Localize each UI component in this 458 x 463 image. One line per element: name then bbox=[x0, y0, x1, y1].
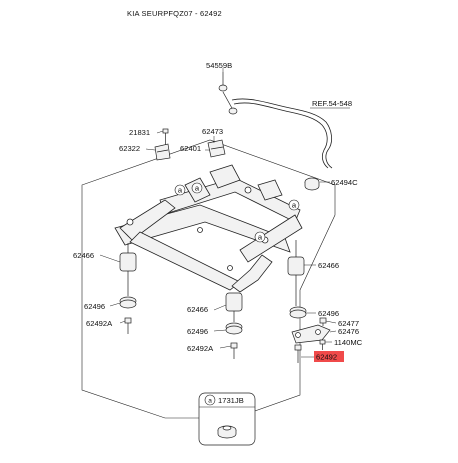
label-62494c: 62494C bbox=[331, 178, 358, 187]
label-62496-right: 62496 bbox=[318, 309, 339, 318]
label-62476: 62476 bbox=[338, 327, 359, 336]
ref-circle-a-icon bbox=[174, 182, 300, 243]
legend-box: a 1731JB bbox=[198, 392, 256, 446]
washer-right bbox=[289, 306, 307, 319]
ref-a-2: a bbox=[195, 184, 200, 193]
bracket-62322 bbox=[154, 143, 171, 161]
bracket-62476 bbox=[291, 324, 331, 344]
bushing-right bbox=[287, 240, 305, 306]
bracket-62473 bbox=[207, 139, 226, 158]
part-labels: 54559B REF.54-548 21831 62473 62322 6240… bbox=[73, 61, 363, 362]
stabilizer-bar bbox=[231, 98, 350, 169]
label-54559b: 54559B bbox=[206, 61, 232, 70]
label-62496-left: 62496 bbox=[84, 302, 105, 311]
ref-circle-a-labels: a a a a bbox=[178, 184, 297, 242]
label-ref-54-548: REF.54-548 bbox=[312, 99, 352, 108]
washer-left bbox=[119, 296, 137, 309]
bushing-center bbox=[225, 292, 243, 322]
bolt-center-62492a bbox=[230, 342, 238, 359]
label-62492a-center: 62492A bbox=[187, 344, 214, 353]
bolt-icon bbox=[162, 128, 169, 145]
legend-code: 1731JB bbox=[218, 396, 244, 405]
bolt-1140mc bbox=[319, 339, 326, 350]
bolt-62492 bbox=[294, 344, 302, 363]
label-1140mc: 1140MC bbox=[334, 338, 363, 347]
highlight-62492 bbox=[314, 351, 344, 362]
bolt-left-62492a bbox=[124, 317, 132, 334]
label-21831: 21831 bbox=[129, 128, 150, 137]
grommet-icon bbox=[304, 177, 320, 191]
grommet-legend-icon bbox=[217, 425, 237, 439]
label-62496-center: 62496 bbox=[187, 327, 208, 336]
stabilizer-link bbox=[218, 72, 238, 115]
bushing-icon bbox=[119, 243, 137, 296]
label-62466-right: 62466 bbox=[318, 261, 339, 270]
label-62492-highlighted: 62492 bbox=[316, 353, 337, 362]
diagram-title: KIA SEURPFQZ07 - 62492 bbox=[127, 9, 222, 18]
label-62401: 62401 bbox=[180, 144, 201, 153]
label-62466-left: 62466 bbox=[73, 251, 94, 260]
legend-letter: a bbox=[208, 398, 212, 405]
washer-center bbox=[225, 322, 243, 335]
label-62466-center: 62466 bbox=[187, 305, 208, 314]
label-62473: 62473 bbox=[202, 127, 223, 136]
label-62477: 62477 bbox=[338, 319, 359, 328]
label-62322: 62322 bbox=[119, 144, 140, 153]
subframe-62401 bbox=[114, 164, 303, 293]
nut-62477 bbox=[319, 317, 327, 326]
ref-a-3: a bbox=[292, 201, 297, 210]
label-62492a-left: 62492A bbox=[86, 319, 113, 328]
leader-lines bbox=[99, 68, 337, 358]
ref-a-1: a bbox=[178, 186, 183, 195]
ref-a-4: a bbox=[258, 233, 263, 242]
